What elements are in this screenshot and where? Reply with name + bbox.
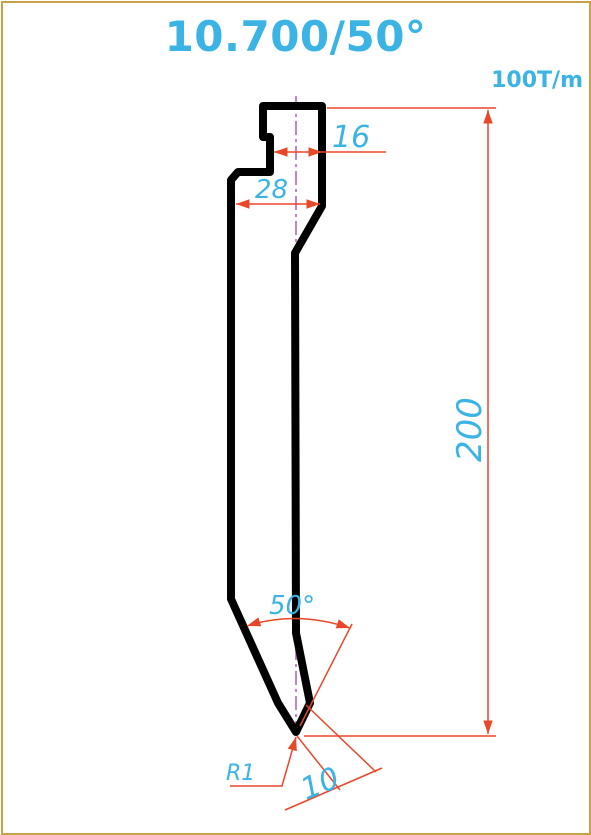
tip-offset-text: 10 <box>296 761 345 808</box>
tool-title: 10.700/50° <box>164 12 427 61</box>
angle-text: 50° <box>269 591 315 621</box>
angle-arc <box>246 617 351 629</box>
tip-radius-leader <box>230 736 297 787</box>
top-width-text: 16 <box>332 120 370 155</box>
capacity-label: 100T/m <box>491 68 583 93</box>
angle-extension-right <box>299 623 353 727</box>
tip-offset-extension-right <box>305 704 377 773</box>
height-dimension-text: 200 <box>450 397 490 462</box>
shoulder-width-text: 28 <box>255 175 288 205</box>
tip-offset-extension-left <box>296 735 341 791</box>
punch-outline <box>227 102 326 736</box>
tip-offset-dimension-line <box>284 767 383 811</box>
tip-radius-text: R1 <box>226 761 255 786</box>
